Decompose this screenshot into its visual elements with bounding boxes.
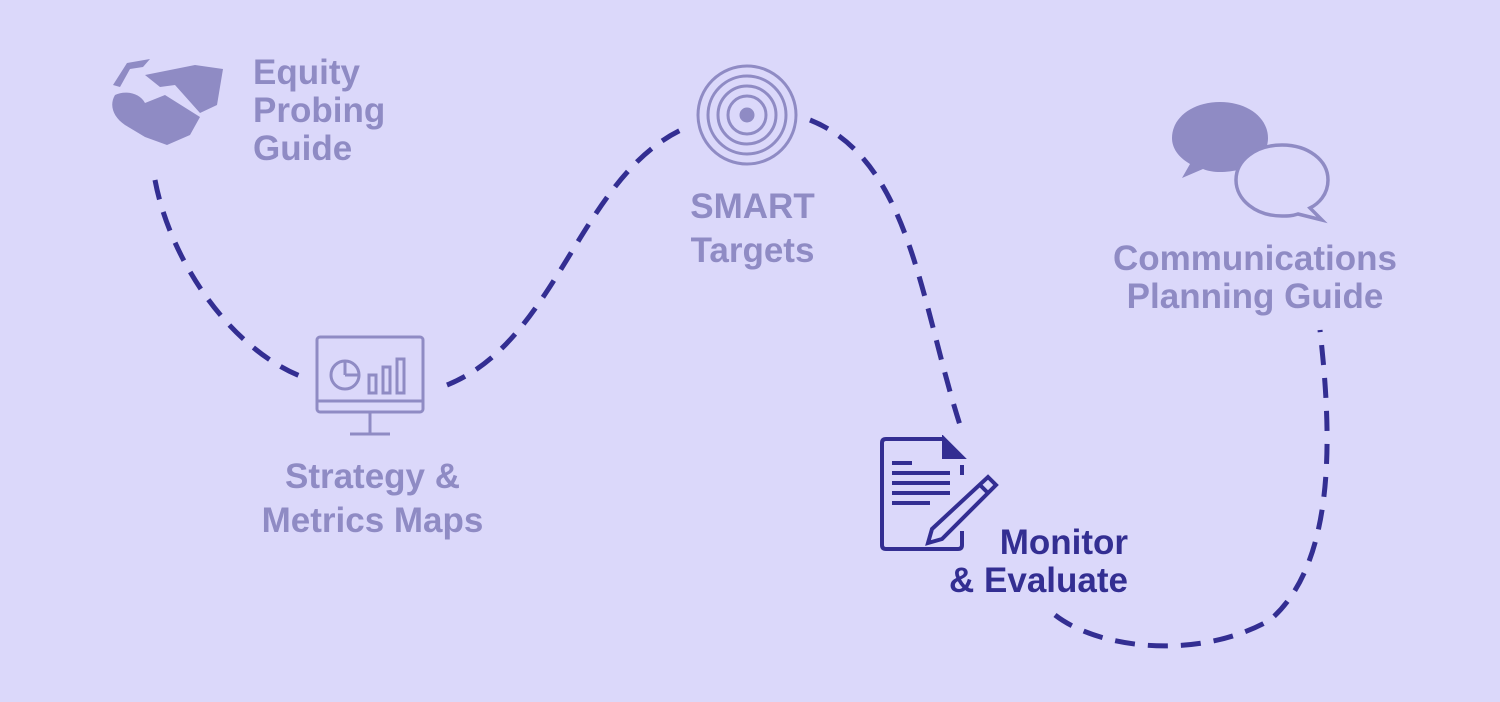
step-label-communications-planning-guide: Communications Planning Guide (1080, 240, 1430, 316)
label-line: & Evaluate (949, 561, 1128, 600)
label-line: Planning Guide (1126, 277, 1384, 316)
target-icon (695, 63, 799, 172)
label-line: Monitor (999, 523, 1128, 562)
step-label-smart-targets: SMART Targets (660, 185, 845, 273)
document-pencil-icon (880, 434, 1002, 560)
label-line: SMART (690, 187, 815, 226)
label-line: Communications (1113, 239, 1397, 278)
label-line: Metrics Maps (261, 501, 484, 540)
label-line: Targets (690, 231, 815, 270)
label-line: Strategy & (284, 457, 461, 496)
step-label-strategy-metrics-maps: Strategy & Metrics Maps (245, 455, 500, 543)
step-label-monitor-evaluate: Monitor & Evaluate (922, 524, 1128, 600)
handshake-icon (105, 55, 225, 155)
speech-bubbles-icon (1170, 100, 1335, 230)
label-line: Guide (253, 129, 353, 168)
label-line: Equity (253, 53, 360, 92)
monitor-chart-icon (315, 335, 425, 442)
label-line: Probing (253, 91, 386, 130)
step-label-equity-probing-guide: Equity Probing Guide (253, 54, 385, 168)
